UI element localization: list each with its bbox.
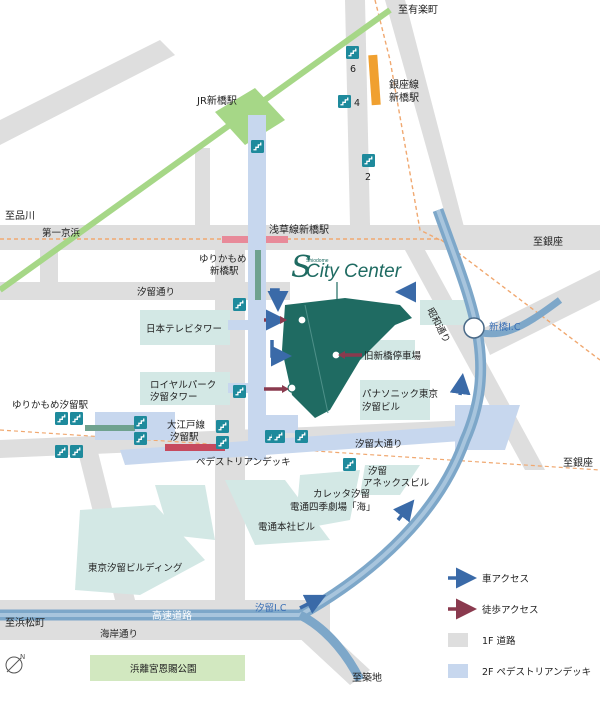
label-kaigan-dori: 海岸通り — [100, 628, 138, 640]
asakusa-line-station — [222, 236, 250, 243]
label-ginza-line-1: 銀座線 — [389, 78, 419, 91]
label-annex-1: 汐留 — [368, 465, 387, 477]
legend-walk: 徒歩アクセス — [448, 598, 539, 620]
walk-arrowhead-1 — [280, 316, 287, 324]
exit-2-label: 2 — [365, 172, 371, 183]
car-access-arrows — [267, 281, 471, 614]
label-yurikamome-shiodome: ゆりかもめ汐留駅 — [12, 399, 89, 411]
exit-6-label: 6 — [350, 64, 356, 75]
subway-line-dashed-2 — [374, 0, 441, 241]
label-asakusa-line: 浅草線新橋駅 — [269, 223, 329, 236]
svg-text:2F ペデストリアンデッキ: 2F ペデストリアンデッキ — [482, 666, 591, 678]
label-oedo-line-1: 大江戸線 — [167, 419, 206, 431]
label-caretta-1: カレッタ汐留 — [313, 488, 370, 500]
label-yurikamome-shimbashi-1: ゆりかもめ — [199, 254, 247, 265]
label-tokyo-shiodome: 東京汐留ビルディング — [88, 562, 183, 574]
buildings — [75, 300, 470, 595]
label-to-ginza-2: 至銀座 — [563, 456, 593, 469]
label-annex-2: アネックスビル — [363, 478, 430, 489]
city-center-line — [304, 304, 329, 414]
yurikamome-track — [255, 250, 261, 300]
label-shiodome-dori: 汐留通り — [137, 286, 175, 298]
exit-4-label: 4 — [354, 98, 360, 109]
legend: 車アクセス 徒歩アクセス 1F 道路 2F ペデストリアンデッキ — [448, 567, 591, 678]
label-expressway: 高速道路 — [152, 609, 192, 622]
oedo-line-station — [165, 444, 225, 451]
label-oedo-line-2: 汐留駅 — [170, 431, 199, 443]
label-ginza-line-2: 新橋駅 — [389, 91, 419, 104]
svg-text:Shiodome: Shiodome — [306, 258, 329, 264]
svg-text:車アクセス: 車アクセス — [482, 573, 529, 585]
label-caretta-2: 電通四季劇場「海」 — [290, 501, 376, 513]
svg-text:S: S — [291, 250, 312, 285]
label-panasonic-2: 汐留ビル — [362, 401, 401, 413]
label-to-yurakucho: 至有楽町 — [398, 3, 438, 16]
label-hamarikyu: 浜離宮恩賜公園 — [130, 663, 197, 675]
label-to-tsukiji: 至築地 — [352, 671, 382, 684]
legend-road-1f: 1F 道路 — [448, 633, 516, 647]
jr-line — [0, 7, 392, 293]
svg-text:1F 道路: 1F 道路 — [482, 635, 516, 647]
label-to-shinagawa: 至品川 — [5, 210, 35, 222]
city-center-node-1 — [297, 315, 307, 325]
shiodome-city-center-building — [282, 298, 412, 418]
label-nittele: 日本テレビタワー — [146, 323, 222, 335]
svg-text:City Center: City Center — [306, 261, 402, 282]
walk-arrowhead-3 — [338, 351, 345, 359]
hamarikyu-park — [90, 655, 245, 681]
expressway-inner — [0, 209, 483, 617]
expressway-branch — [297, 610, 365, 683]
svg-text:徒歩アクセス: 徒歩アクセス — [482, 604, 539, 616]
asakusa-line-station-2 — [266, 236, 288, 243]
label-to-ginza: 至銀座 — [533, 235, 563, 248]
shiodome-city-center-logo: S Shiodome City Center — [291, 250, 402, 285]
label-old-shimbashi: 旧新橋停車場 — [364, 350, 422, 362]
label-pedestrian-deck: ペデストリアンデッキ — [196, 456, 291, 468]
label-to-hamamatsucho: 至浜松町 — [5, 616, 45, 629]
label-royal-park-2: 汐留タワー — [150, 391, 198, 403]
label-daiichi-keihin: 第一京浜 — [42, 227, 81, 239]
legend-deck-2f: 2F ペデストリアンデッキ — [448, 664, 591, 678]
label-royal-park-1: ロイヤルパーク — [150, 380, 216, 391]
walk-arrowhead-2 — [282, 385, 289, 393]
label-shimbashi-ic: 新橋I.C — [489, 321, 521, 333]
shimbashi-ic-circle — [463, 317, 485, 339]
label-dentsu: 電通本社ビル — [258, 521, 316, 533]
walk-access-arrows — [264, 309, 362, 391]
label-shiodome-odori: 汐留大通り — [355, 438, 403, 450]
label-jr-shimbashi: JR新橋駅 — [196, 94, 237, 107]
label-panasonic-1: パナソニック東京 — [362, 388, 438, 400]
yurikamome-shiodome-track — [85, 425, 135, 431]
ginza-line-station — [368, 54, 381, 106]
label-yurikamome-shimbashi-2: 新橋駅 — [210, 265, 239, 277]
city-center-node-3 — [287, 383, 297, 393]
label-shiodome-ic: 汐留I.C — [255, 602, 287, 614]
svg-text:N: N — [20, 653, 25, 661]
north-compass-icon: N — [5, 653, 25, 674]
legend-car: 車アクセス — [448, 567, 529, 589]
